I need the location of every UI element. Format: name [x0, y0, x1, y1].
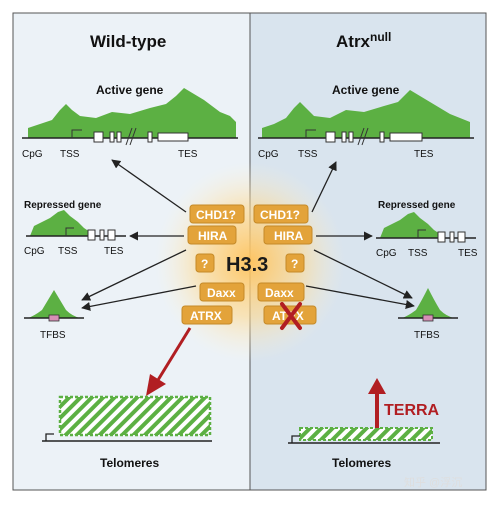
left-question-box: ? — [195, 253, 215, 273]
atrx-telomere-arrowhead — [146, 374, 166, 396]
right-telomeres-label: Telomeres — [332, 456, 391, 470]
atrx-telomere-arrow — [156, 327, 192, 381]
left-repressed-gene-peak — [30, 210, 92, 236]
svg-text:ATRX: ATRX — [190, 309, 222, 323]
right-cpg-2: CpG — [376, 248, 397, 259]
right-daxx-box: Daxx — [257, 282, 305, 302]
right-tfbs-site — [422, 314, 434, 322]
atrx-null-title: Atrxnull — [336, 30, 391, 51]
right-cpg-1: CpG — [258, 149, 279, 160]
right-chd1-box: CHD1? — [253, 204, 309, 224]
right-telomere-block — [299, 427, 433, 441]
left-telomere-start — [45, 433, 54, 441]
left-tfbs-peak — [28, 290, 80, 318]
right-active-gene-peak — [262, 90, 470, 138]
left-active-gene-structure — [71, 127, 189, 146]
left-cpg-1: CpG — [22, 149, 43, 160]
atrx-deleted-cross — [280, 302, 302, 330]
right-tes-2: TES — [458, 248, 478, 259]
right-arrows — [305, 161, 415, 309]
left-cpg-2: CpG — [24, 246, 45, 257]
left-telomere-block — [58, 395, 212, 437]
terra-label: TERRA — [384, 402, 440, 419]
right-hira-box: HIRA — [263, 225, 313, 245]
right-telomere-start — [291, 435, 300, 443]
watermark: 知乎 @浮沉 — [404, 475, 462, 489]
right-active-gene-structure — [305, 127, 423, 146]
left-tfbs-site — [48, 314, 60, 322]
left-repressed-gene-label: Repressed gene — [24, 200, 102, 211]
right-tfbs-label: TFBS — [414, 330, 440, 341]
left-repressed-gene-structure — [65, 227, 116, 241]
svg-text:CHD1?: CHD1? — [260, 208, 300, 222]
left-chd1-box: CHD1? — [189, 204, 245, 224]
right-tss-2: TSS — [408, 248, 428, 259]
left-hira-box: HIRA — [187, 225, 237, 245]
svg-text:?: ? — [291, 257, 298, 271]
left-daxx-box: Daxx — [199, 282, 245, 302]
left-arrows — [81, 159, 197, 311]
right-repressed-gene-label: Repressed gene — [378, 200, 456, 211]
right-tes-1: TES — [414, 149, 434, 160]
left-tss-2: TSS — [58, 246, 78, 257]
left-active-gene-label: Active gene — [96, 83, 164, 97]
right-active-gene-label: Active gene — [332, 83, 400, 97]
left-telomeres-label: Telomeres — [100, 456, 159, 470]
svg-text:Daxx: Daxx — [265, 286, 294, 300]
right-tfbs-peak — [402, 288, 454, 318]
svg-text:CHD1?: CHD1? — [196, 208, 236, 222]
right-tss-1: TSS — [298, 149, 318, 160]
terra-arrowhead — [368, 378, 386, 394]
right-question-box: ? — [285, 253, 305, 273]
h33-label: H3.3 — [226, 254, 268, 276]
left-tes-2: TES — [104, 246, 124, 257]
svg-text:HIRA: HIRA — [274, 229, 304, 243]
left-active-gene-peak — [28, 88, 236, 138]
left-tss-1: TSS — [60, 149, 80, 160]
left-tes-1: TES — [178, 149, 198, 160]
left-atrx-box: ATRX — [181, 305, 233, 325]
right-repressed-gene-peak — [380, 212, 442, 238]
svg-text:Daxx: Daxx — [207, 286, 236, 300]
right-repressed-gene-structure — [417, 229, 466, 243]
svg-text:?: ? — [201, 257, 208, 271]
wildtype-title: Wild-type — [90, 32, 166, 51]
svg-text:HIRA: HIRA — [198, 229, 228, 243]
left-tfbs-label: TFBS — [40, 330, 66, 341]
